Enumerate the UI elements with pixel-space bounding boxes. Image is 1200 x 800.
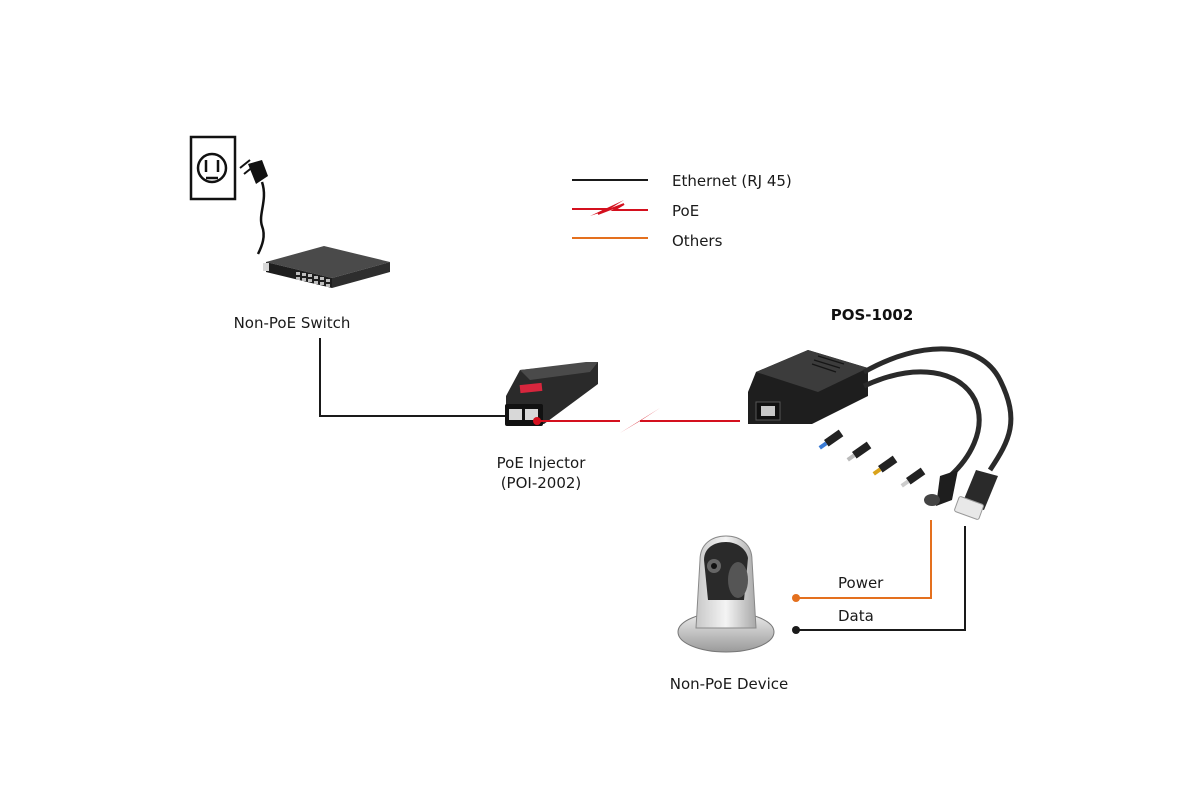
legend-ethernet-label: Ethernet (RJ 45): [672, 172, 792, 190]
legend-poe-bolt: [572, 203, 648, 215]
legend-poe-bolt-fill: [590, 200, 624, 216]
splitter-model-label: POS-1002: [831, 306, 914, 324]
switch-label: Non-PoE Switch: [234, 314, 351, 332]
data-line: [796, 526, 966, 631]
wall-outlet-icon: [189, 135, 237, 201]
ip-camera-icon: [677, 535, 775, 653]
legend-others-label: Others: [672, 232, 723, 250]
switch-icon: [263, 246, 390, 288]
dc-tip-adapters-icon: [818, 429, 926, 488]
power-endpoint: [792, 594, 800, 602]
injector-label-line1: PoE Injector: [497, 454, 587, 472]
device-label: Non-PoE Device: [670, 675, 789, 693]
ethernet-switch-to-injector: [319, 338, 506, 417]
poe-link: [533, 408, 740, 433]
power-label: Power: [838, 574, 884, 592]
poe-injector-icon: [505, 362, 598, 426]
poe-splitter-icon: [748, 346, 1014, 520]
power-line: [796, 520, 932, 599]
data-label: Data: [838, 607, 874, 625]
power-plug-icon: [239, 159, 268, 255]
injector-label-line2: (POI-2002): [501, 474, 582, 492]
data-endpoint: [792, 626, 800, 634]
legend-poe-label: PoE: [672, 202, 699, 220]
legend: Ethernet (RJ 45) PoE Others: [572, 172, 792, 250]
